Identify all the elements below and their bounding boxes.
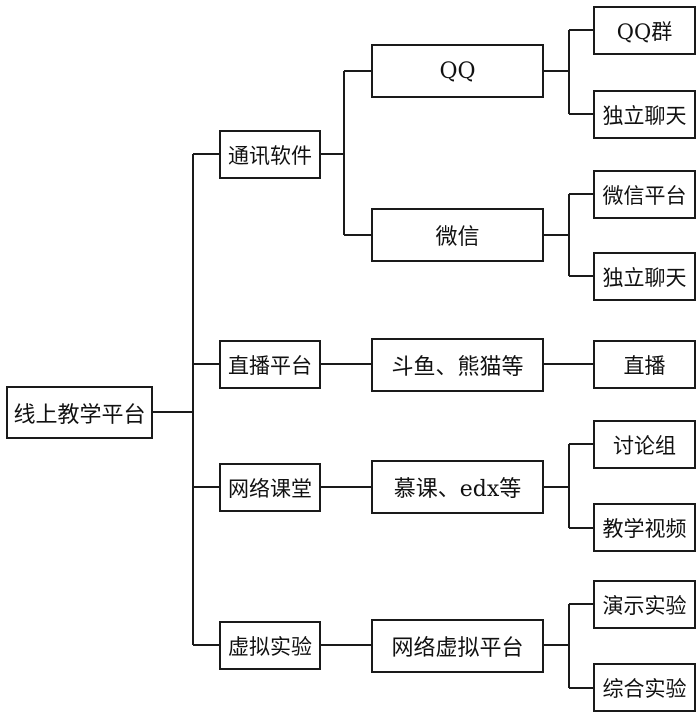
node-virtual-experiment: 虚拟实验 xyxy=(219,621,321,670)
node-live-platform: 直播平台 xyxy=(219,340,321,389)
node-wechat-platform: 微信平台 xyxy=(593,170,696,219)
node-mooc-edx: 慕课、edx等 xyxy=(371,460,544,514)
node-demo-experiment: 演示实验 xyxy=(593,580,696,629)
node-network-virtual-platform: 网络虚拟平台 xyxy=(371,619,544,673)
node-qq-private-chat: 独立聊天 xyxy=(593,90,696,139)
node-live-stream: 直播 xyxy=(593,340,696,389)
node-discussion-group: 讨论组 xyxy=(593,420,696,469)
root-node: 线上教学平台 xyxy=(6,386,153,439)
node-online-classroom: 网络课堂 xyxy=(219,463,321,512)
node-qq: QQ xyxy=(371,44,544,98)
node-douyu-panda: 斗鱼、熊猫等 xyxy=(371,338,544,392)
node-comprehensive-experiment: 综合实验 xyxy=(593,663,696,712)
node-teaching-video: 教学视频 xyxy=(593,503,696,552)
node-wechat-private-chat: 独立聊天 xyxy=(593,252,696,301)
node-wechat: 微信 xyxy=(371,208,544,262)
node-qq-group: QQ群 xyxy=(593,6,696,55)
node-communication-software: 通讯软件 xyxy=(219,130,321,179)
